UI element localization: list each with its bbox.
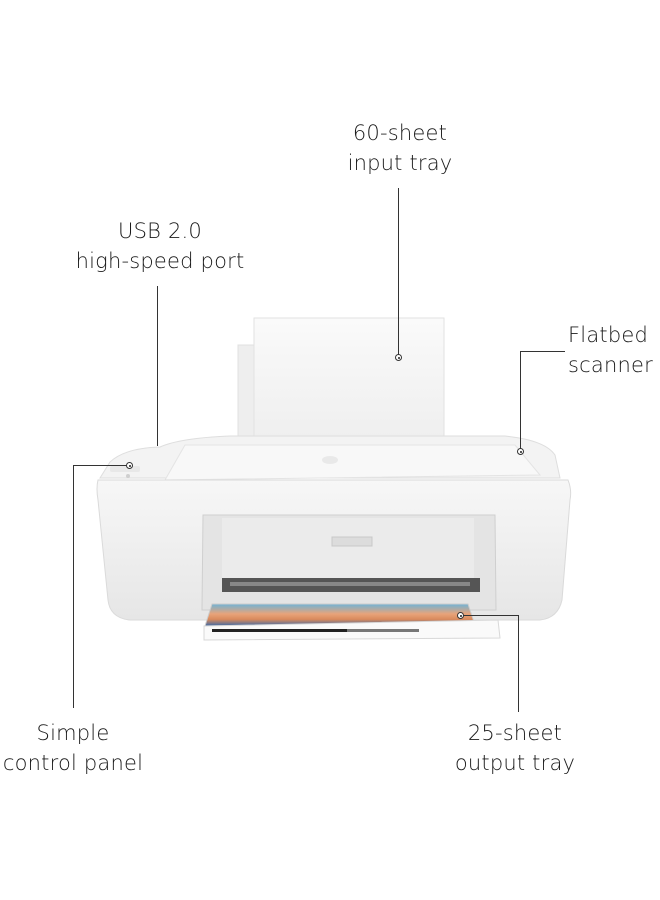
- flatbed-scanner-label: Flatbed scanner: [568, 320, 660, 380]
- control-panel-leader-h: [73, 465, 128, 466]
- control-panel-label-line1: Simple: [36, 721, 110, 745]
- output-tray-label-line1: 25-sheet: [467, 721, 563, 745]
- scanner-marker: [517, 448, 524, 455]
- input-tray-label-line1: 60-sheet: [352, 121, 448, 145]
- control-panel-label: Simple control panel: [0, 718, 146, 778]
- flatbed-scanner-label-line1: Flatbed: [568, 323, 648, 347]
- usb-port-label: USB 2.0 high-speed port: [60, 216, 260, 276]
- scanner-leader-h: [520, 351, 565, 352]
- output-tray-label: 25-sheet output tray: [445, 718, 585, 778]
- output-tray-leader-h: [462, 615, 518, 616]
- usb-port-label-line2: high-speed port: [75, 249, 245, 273]
- flatbed-scanner-label-line2: scanner: [568, 353, 653, 377]
- input-tray-leader: [398, 188, 399, 356]
- input-tray-marker: [395, 354, 402, 361]
- input-tray-label-line2: input tray: [347, 151, 453, 175]
- scanner-leader-v: [520, 351, 521, 451]
- input-tray-label: 60-sheet input tray: [330, 118, 470, 178]
- usb-port-leader: [157, 286, 158, 446]
- control-panel-marker: [126, 462, 133, 469]
- control-panel-leader-v: [73, 465, 74, 708]
- output-tray-marker: [457, 612, 464, 619]
- output-tray-leader-v: [518, 615, 519, 712]
- output-tray-label-line2: output tray: [454, 751, 576, 775]
- usb-port-label-line1: USB 2.0: [118, 219, 202, 243]
- control-panel-label-line2: control panel: [2, 751, 144, 775]
